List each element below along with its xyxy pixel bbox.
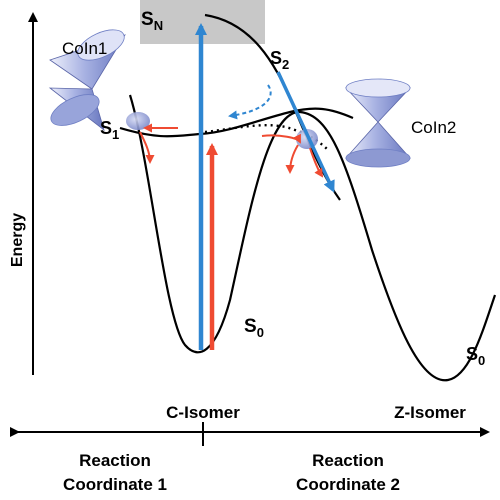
s2-label: S2 [270, 48, 289, 72]
sn-label: SN [141, 9, 163, 33]
energy-axis-label: Energy [9, 213, 26, 267]
c-isomer-label: C-Isomer [166, 403, 240, 422]
s0-curve [128, 94, 497, 382]
red-coin2-arrow-b [285, 144, 299, 174]
coin1-cone-icon [48, 29, 126, 132]
coord2-line2: Coordinate 2 [296, 475, 400, 494]
s0-right-label: S0 [466, 344, 485, 368]
red-coin1-arrow-b [139, 131, 155, 164]
blue-dashed-arrow [228, 84, 272, 120]
coord1-line1: Reaction [79, 451, 151, 470]
z-isomer-label: Z-Isomer [394, 403, 466, 422]
red-coin2-arrow-a [261, 133, 301, 144]
red-coin2-arrow-c [309, 147, 324, 178]
coin1-label: CoIn1 [62, 39, 107, 58]
coin2-cone-icon [345, 78, 411, 168]
coin2-label: CoIn2 [411, 118, 456, 137]
s1-dotted-path [204, 124, 329, 151]
s0-label: S0 [244, 316, 264, 340]
s1-label: S1 [100, 118, 119, 142]
coord2-line1: Reaction [312, 451, 384, 470]
coord1-line2: Coordinate 1 [63, 475, 167, 494]
blue-relaxation-arrow [276, 71, 335, 193]
s1-curve [119, 107, 354, 138]
